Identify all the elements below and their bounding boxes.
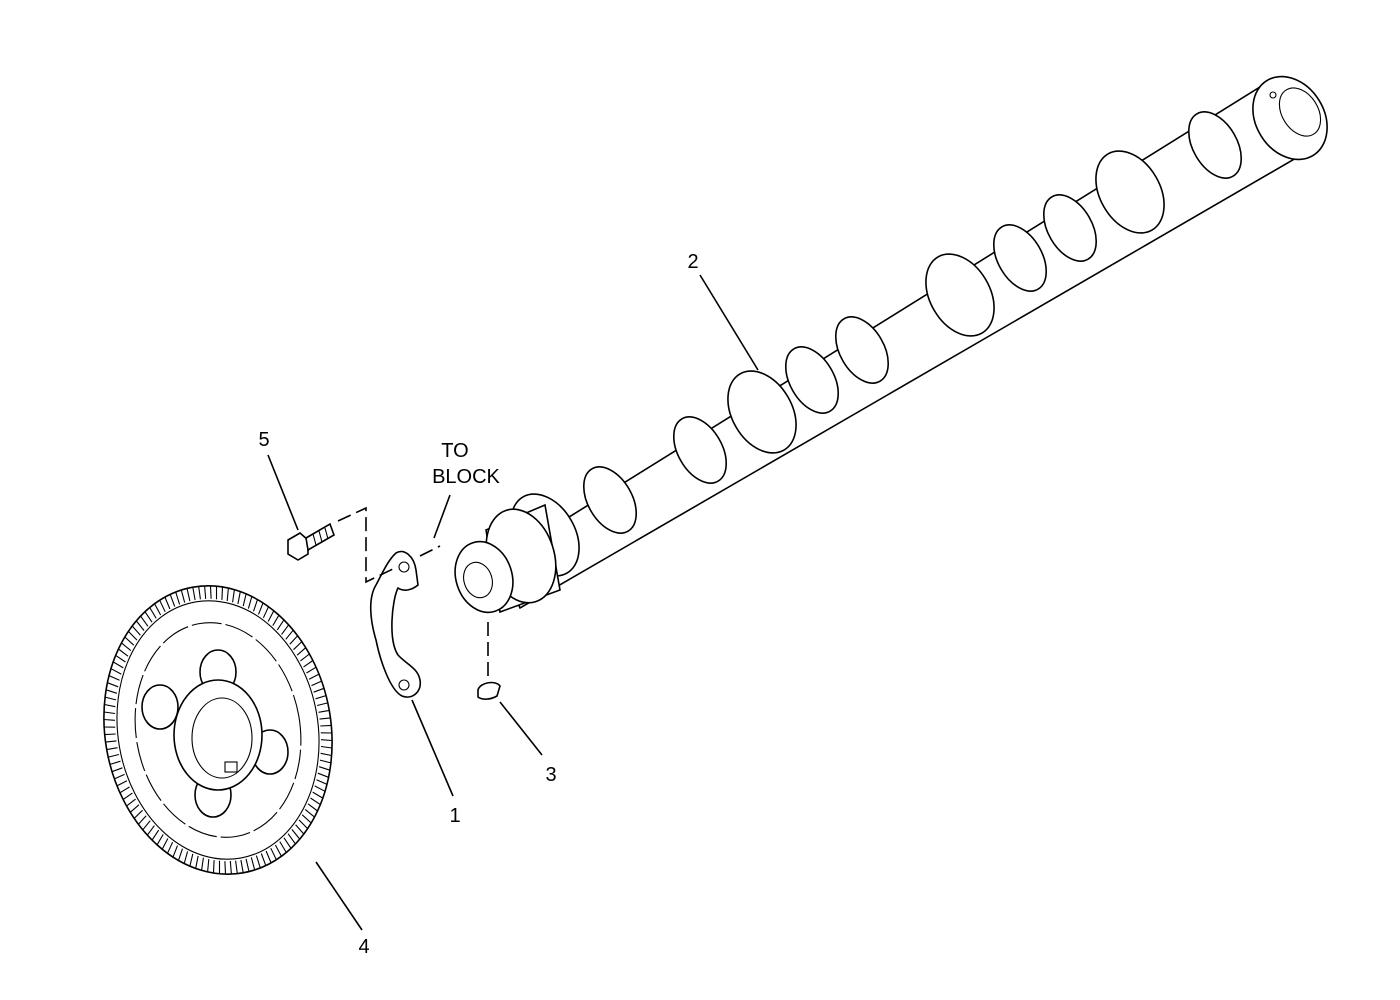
gear-hub: [173, 679, 263, 791]
leader-item-1: [411, 699, 454, 797]
camshaft-front-journal: [454, 503, 561, 614]
cam-lobe: [834, 316, 890, 384]
to-block-note: TO BLOCK: [432, 440, 500, 488]
cam-lobe: [925, 253, 995, 337]
gear-tooth-lines: [103, 585, 333, 875]
bolt-assembly-line: [337, 506, 396, 584]
woodruff-key: [477, 681, 501, 700]
cam-lobe: [672, 416, 728, 484]
cam-lobe: [784, 346, 840, 414]
to-block-line-1: TO: [441, 440, 468, 462]
camshaft-rear-journal: [1252, 75, 1328, 161]
cam-lobe: [992, 224, 1048, 292]
callout-2: 2: [687, 251, 698, 273]
gear-teeth: [103, 585, 333, 875]
leader-item-5: [267, 454, 299, 531]
assembly-lines: [337, 506, 489, 680]
leader-lines: [267, 274, 759, 931]
camshaft: [454, 75, 1328, 614]
callout-1: 1: [449, 805, 460, 827]
callout-labels: 1 2 3 4 5: [258, 251, 698, 958]
camshaft-gear: [103, 585, 333, 875]
bolt: [287, 522, 335, 561]
cam-lobe: [1095, 150, 1165, 234]
leader-to-block: [433, 494, 451, 539]
thrust-plate: [369, 550, 422, 698]
cam-lobes: [510, 111, 1243, 577]
to-block-line-2: BLOCK: [432, 466, 500, 488]
cam-lobe: [582, 466, 638, 534]
callout-3: 3: [545, 764, 556, 786]
callout-5: 5: [258, 429, 269, 451]
block-assembly-line: [419, 545, 441, 557]
gear-hole: [141, 684, 179, 730]
leader-item-2: [699, 274, 759, 371]
callout-4: 4: [358, 936, 369, 958]
cam-lobe: [1187, 111, 1243, 179]
cam-lobe: [727, 370, 797, 454]
cam-lobe: [1042, 194, 1098, 262]
leader-item-3: [499, 701, 543, 756]
leader-item-4: [315, 861, 363, 931]
